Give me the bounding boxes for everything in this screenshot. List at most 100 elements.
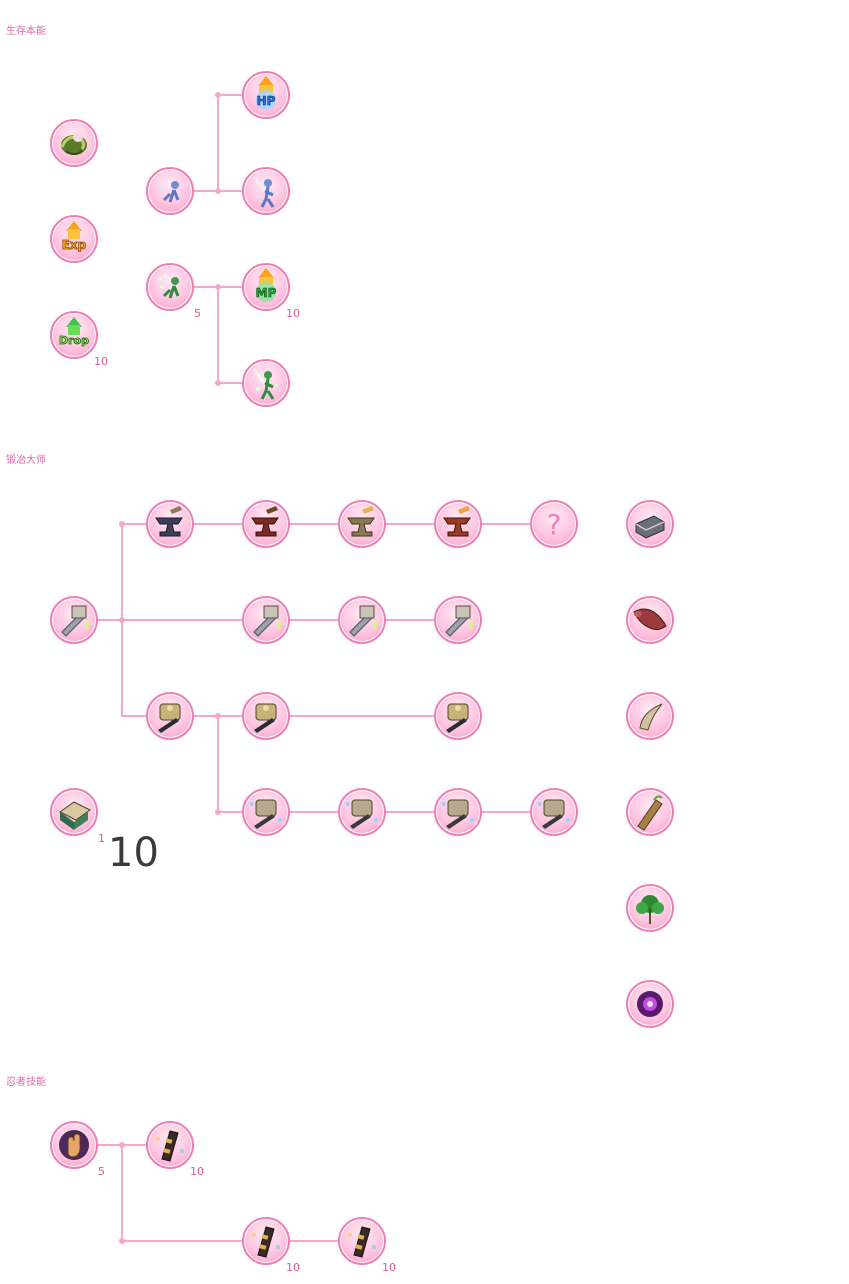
skill-level: 10 (94, 355, 108, 368)
skill-spark-armor-4[interactable] (530, 788, 578, 836)
blue-guard-icon (253, 176, 278, 208)
connector-node (119, 617, 125, 623)
connector (217, 94, 219, 190)
connector (481, 523, 531, 525)
connector (217, 715, 219, 812)
connector (217, 811, 243, 813)
gold-armor-icon (158, 703, 181, 733)
skill-spark-armor-3[interactable] (434, 788, 482, 836)
spark-armor-icon (442, 799, 474, 829)
skill-gold-armor[interactable] (146, 692, 194, 740)
material-claw[interactable] (626, 692, 674, 740)
skill-level: 5 (194, 307, 201, 320)
skill-gold-armor-2[interactable] (242, 692, 290, 740)
herb-icon (636, 895, 664, 924)
dark-anvil-icon (155, 506, 183, 537)
connector (217, 382, 243, 384)
material-wood[interactable] (626, 788, 674, 836)
mp-up-icon: MP (255, 268, 277, 302)
ninja-scroll-icon (348, 1226, 376, 1258)
skill-craft-sword-4[interactable] (434, 596, 482, 644)
craft-sword-icon (349, 605, 378, 637)
skill-mp-up[interactable]: MP (242, 263, 290, 311)
question-icon: ? (547, 508, 562, 541)
beast-vine-icon (60, 132, 87, 155)
connector-node (119, 1238, 125, 1244)
skill-craft-sword[interactable] (50, 596, 98, 644)
hp-up-icon: HP (256, 76, 276, 110)
connector (121, 715, 147, 717)
mp-label: MP (256, 286, 277, 300)
recipe-book-icon (59, 801, 91, 830)
spark-armor-icon (250, 799, 282, 829)
skill-ninja-scroll-3[interactable] (338, 1217, 386, 1265)
connector (289, 619, 339, 621)
skill-green-figure[interactable] (146, 263, 194, 311)
skill-fire-anvil[interactable] (434, 500, 482, 548)
connector-node (215, 284, 221, 290)
skill-red-anvil[interactable] (242, 500, 290, 548)
skill-beast-vine[interactable] (50, 119, 98, 167)
skill-craft-sword-2[interactable] (242, 596, 290, 644)
connector (289, 811, 339, 813)
material-leather[interactable] (626, 596, 674, 644)
skill-recipe-book[interactable] (50, 788, 98, 836)
skill-level: 10 (286, 1261, 300, 1274)
ninja-scroll-icon (252, 1226, 280, 1258)
connector (121, 1144, 123, 1241)
skill-craft-sword-3[interactable] (338, 596, 386, 644)
craft-sword-icon (61, 605, 90, 637)
craft-sword-icon (445, 605, 474, 637)
green-guard-icon (253, 368, 278, 400)
skill-dark-anvil[interactable] (146, 500, 194, 548)
skill-level: 1 (98, 832, 105, 845)
connector-node (119, 1142, 125, 1148)
skill-ninja-scroll-2[interactable] (242, 1217, 290, 1265)
skill-level: 5 (98, 1165, 105, 1178)
drop-label: Drop (59, 334, 89, 347)
skill-hp-up[interactable]: HP (242, 71, 290, 119)
connector (385, 811, 435, 813)
connector (385, 619, 435, 621)
large-level-number: 10 (108, 830, 159, 876)
skill-exp-up[interactable]: Exp (50, 215, 98, 263)
leather-icon (633, 608, 667, 631)
fire-anvil-icon (443, 506, 471, 537)
dark-orb-icon (637, 991, 663, 1017)
connector (481, 811, 531, 813)
gold-armor-icon (254, 703, 277, 733)
drop-up-icon: Drop (59, 317, 90, 347)
material-iron-ingot[interactable] (626, 500, 674, 548)
connector-node (215, 92, 221, 98)
skill-level: 10 (286, 307, 300, 320)
skill-level: 10 (382, 1261, 396, 1274)
skill-blue-figure[interactable] (146, 167, 194, 215)
green-figure-icon (158, 274, 180, 299)
connector (289, 1240, 339, 1242)
section-title-ninja: 忍者技能 (6, 1077, 46, 1088)
material-dark-orb[interactable] (626, 980, 674, 1028)
craft-sword-icon (253, 605, 282, 637)
connector (289, 523, 339, 525)
skill-ninja-hand[interactable] (50, 1121, 98, 1169)
connector-node (119, 521, 125, 527)
skill-green-guard[interactable] (242, 359, 290, 407)
skill-gold-anvil[interactable] (338, 500, 386, 548)
skill-drop-up[interactable]: Drop (50, 311, 98, 359)
skill-gold-armor-3[interactable] (434, 692, 482, 740)
claw-icon (639, 703, 663, 731)
section-title-smith: 锻冶大师 (6, 455, 46, 466)
skill-spark-armor-1[interactable] (242, 788, 290, 836)
connector (121, 1240, 243, 1242)
gold-anvil-icon (347, 506, 375, 537)
skill-ninja-scroll-1[interactable] (146, 1121, 194, 1169)
material-herb[interactable] (626, 884, 674, 932)
connector (217, 94, 243, 96)
skill-blue-guard[interactable] (242, 167, 290, 215)
connector-node (215, 380, 221, 386)
skill-spark-armor-2[interactable] (338, 788, 386, 836)
unknown-label: ? (547, 508, 562, 541)
exp-up-icon: Exp (61, 221, 87, 252)
connector (289, 715, 435, 717)
skill-unknown[interactable]: ? (530, 500, 578, 548)
